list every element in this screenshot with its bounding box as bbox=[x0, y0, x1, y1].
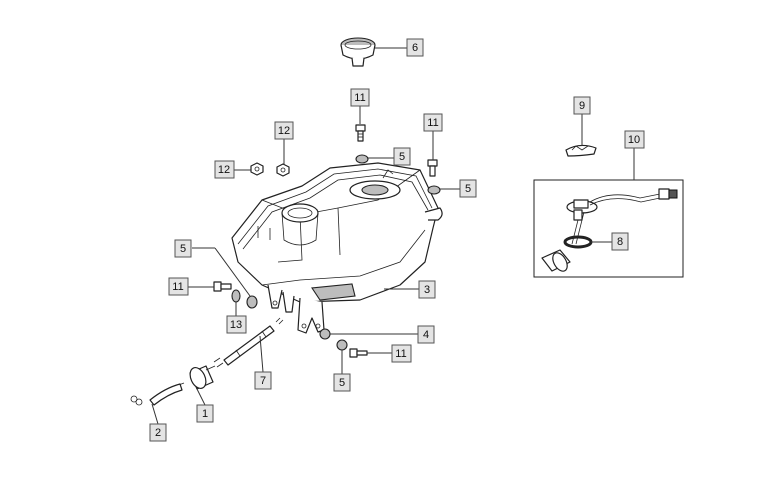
hose-part-2 bbox=[130, 383, 183, 406]
grommet-part-bottom bbox=[336, 339, 348, 351]
fuel-tank-part bbox=[231, 162, 443, 334]
grommet-part-left bbox=[246, 295, 258, 309]
svg-text:2: 2 bbox=[155, 427, 161, 439]
svg-text:11: 11 bbox=[427, 117, 438, 129]
collar-part-13 bbox=[231, 289, 241, 303]
svg-text:5: 5 bbox=[180, 243, 186, 255]
svg-text:9: 9 bbox=[579, 100, 585, 112]
callout-6: 6 bbox=[406, 38, 424, 57]
svg-text:3: 3 bbox=[424, 284, 430, 296]
bolt-part-top bbox=[355, 124, 366, 142]
grommet-part-right bbox=[427, 185, 441, 195]
svg-text:7: 7 bbox=[260, 375, 266, 387]
callout-5-bottom: 5 bbox=[333, 373, 351, 392]
svg-text:13: 13 bbox=[230, 319, 242, 331]
svg-text:8: 8 bbox=[617, 236, 623, 248]
callout-11-bottom: 11 bbox=[391, 344, 412, 363]
svg-text:12: 12 bbox=[218, 164, 230, 176]
callout-8: 8 bbox=[611, 232, 629, 251]
svg-text:4: 4 bbox=[423, 329, 429, 341]
callout-11-left: 11 bbox=[168, 277, 189, 296]
callout-4: 4 bbox=[417, 325, 435, 344]
callout-12-left: 12 bbox=[214, 160, 235, 179]
svg-text:6: 6 bbox=[412, 42, 418, 54]
svg-text:1: 1 bbox=[202, 408, 208, 420]
callout-1: 1 bbox=[196, 404, 214, 423]
callout-7: 7 bbox=[254, 371, 272, 390]
fuel-cap-part bbox=[340, 37, 376, 67]
callout-5-top: 5 bbox=[393, 147, 411, 166]
callout-2: 2 bbox=[149, 423, 167, 442]
nut-part-a bbox=[276, 163, 290, 177]
callout-9: 9 bbox=[573, 96, 591, 115]
fuel-pump-assembly-part bbox=[533, 179, 684, 278]
svg-text:11: 11 bbox=[395, 348, 406, 360]
svg-text:11: 11 bbox=[354, 92, 365, 104]
svg-text:5: 5 bbox=[465, 183, 471, 195]
callout-5-right: 5 bbox=[459, 179, 477, 198]
grommet-part-4 bbox=[319, 328, 331, 340]
callout-13: 13 bbox=[226, 315, 247, 334]
bolt-part-left bbox=[213, 281, 232, 292]
callout-11-right: 11 bbox=[423, 113, 443, 132]
callout-11-top: 11 bbox=[350, 88, 370, 107]
leader-lines bbox=[151, 47, 635, 425]
grommet-part-top bbox=[355, 154, 369, 164]
svg-text:12: 12 bbox=[278, 125, 290, 137]
callout-10: 10 bbox=[624, 130, 645, 149]
svg-text:5: 5 bbox=[339, 377, 345, 389]
bolt-part-right bbox=[427, 159, 438, 177]
nut-part-b bbox=[250, 162, 264, 176]
svg-text:11: 11 bbox=[172, 281, 183, 293]
svg-text:10: 10 bbox=[628, 134, 640, 146]
callout-12-upper: 12 bbox=[274, 121, 294, 140]
callout-3: 3 bbox=[418, 280, 436, 299]
fuel-filter-part bbox=[175, 365, 216, 390]
fuel-hose-part bbox=[213, 317, 284, 368]
bolt-part-bottom bbox=[349, 348, 368, 358]
callout-5-left: 5 bbox=[174, 239, 192, 258]
clip-part-9 bbox=[565, 144, 597, 157]
svg-text:5: 5 bbox=[399, 151, 405, 163]
